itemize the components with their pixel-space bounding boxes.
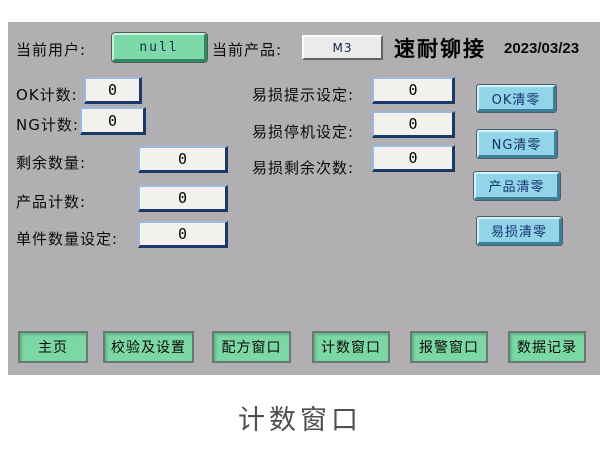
current-user-button[interactable]: null — [111, 32, 208, 63]
current-product-label: 当前产品: — [212, 41, 283, 59]
window-caption: 计数窗口 — [238, 405, 362, 436]
field-wear-remaining-count[interactable]: 0 — [372, 145, 455, 172]
nav-button-calibration-settings[interactable]: 校验及设置 — [103, 331, 194, 363]
field-unit-qty-setting[interactable]: 0 — [138, 221, 228, 248]
hmi-panel: 当前用户: null 当前产品: M3 速耐铆接 2023/03/23 OK计数… — [8, 22, 600, 375]
clear-button-ok[interactable]: OK清零 — [476, 84, 557, 113]
brand-title: 速耐铆接 — [394, 37, 486, 61]
label-ng-count: NG计数: — [16, 116, 79, 134]
field-product-count[interactable]: 0 — [138, 185, 228, 212]
label-ok-count: OK计数: — [16, 86, 78, 104]
label-wear-remaining-count: 易损剩余次数: — [252, 159, 355, 177]
field-wear-stop-setting[interactable]: 0 — [372, 111, 455, 138]
label-remaining-qty: 剩余数量: — [16, 154, 87, 172]
clear-button-ng[interactable]: NG清零 — [476, 129, 558, 159]
nav-button-data-record[interactable]: 数据记录 — [508, 331, 586, 363]
nav-button-alarm-window[interactable]: 报警窗口 — [410, 331, 488, 363]
clear-button-wear[interactable]: 易损清零 — [476, 216, 563, 246]
field-wear-prompt-setting[interactable]: 0 — [372, 77, 455, 104]
label-unit-qty-setting: 单件数量设定: — [16, 230, 119, 248]
field-ok-count[interactable]: 0 — [84, 77, 142, 104]
field-remaining-qty[interactable]: 0 — [138, 146, 228, 173]
label-wear-prompt-setting: 易损提示设定: — [252, 86, 355, 104]
current-product-field[interactable]: M3 — [302, 35, 383, 60]
field-ng-count[interactable]: 0 — [80, 107, 146, 135]
date-display: 2023/03/23 — [504, 40, 580, 57]
clear-button-product[interactable]: 产品清零 — [473, 171, 561, 201]
nav-button-count-window[interactable]: 计数窗口 — [312, 331, 390, 363]
current-user-label: 当前用户: — [16, 41, 87, 59]
nav-button-home[interactable]: 主页 — [18, 331, 88, 363]
nav-button-recipe-window[interactable]: 配方窗口 — [212, 331, 291, 363]
label-product-count: 产品计数: — [16, 193, 87, 211]
label-wear-stop-setting: 易损停机设定: — [252, 123, 355, 141]
